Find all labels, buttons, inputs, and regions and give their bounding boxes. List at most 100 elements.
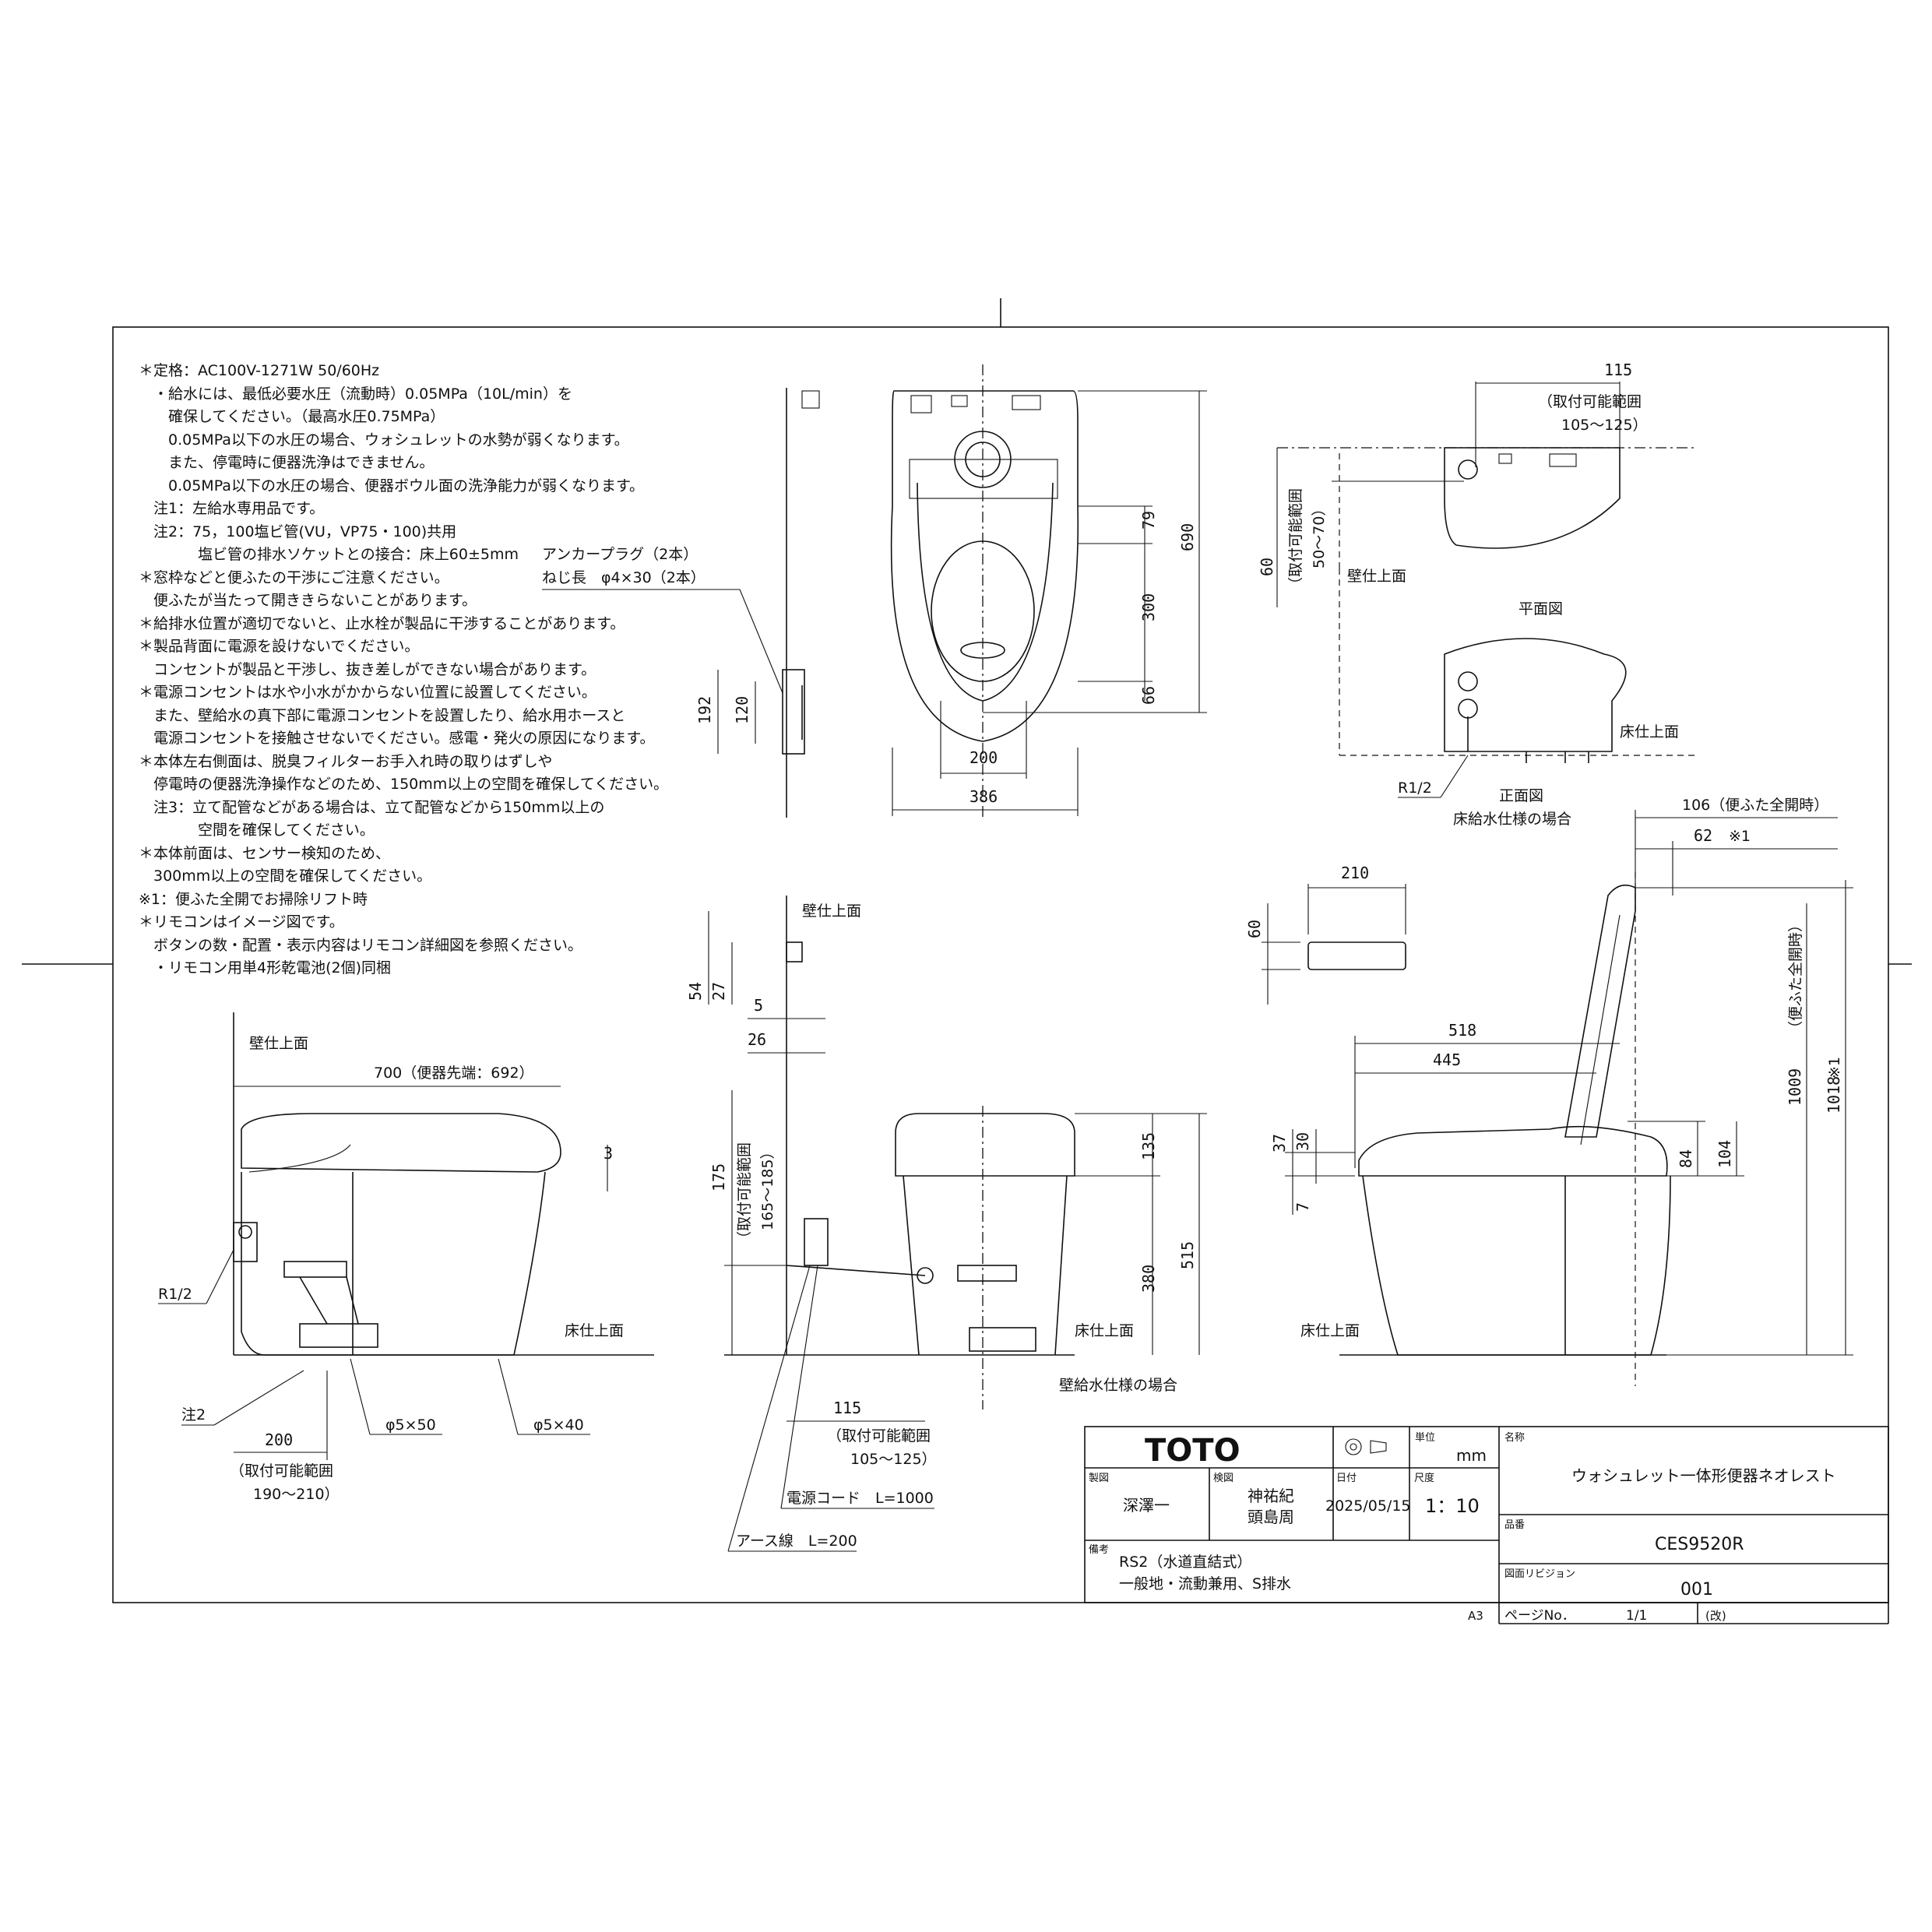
note-line: ＊リモコンはイメージ図です。	[139, 913, 344, 931]
dim-1009: 1009	[1786, 1068, 1804, 1106]
dim-62: 62	[1694, 826, 1712, 845]
dim-200-side: 200	[265, 1431, 293, 1449]
checker-label: 検図	[1213, 1473, 1233, 1484]
side-wall-face-label: 壁仕上面	[249, 1035, 308, 1052]
dim-300: 300	[1139, 593, 1158, 621]
toto-logo: TOTO	[1145, 1433, 1240, 1469]
projection-symbol-icon	[1345, 1438, 1387, 1455]
note-line: ・給水には、最低必要水圧（流動時）0.05MPa（10L/min）を	[139, 385, 572, 403]
dim-135: 135	[1139, 1132, 1158, 1160]
wall-supply-title: 壁給水仕様の場合	[1059, 1377, 1177, 1394]
checker-name-2: 頭島周	[1248, 1508, 1294, 1526]
side2-floor-face-label: 床仕上面	[1300, 1322, 1360, 1339]
front2-vert-range-value: 165～185）	[759, 1144, 776, 1230]
note-line: 電源コンセントを接触させないでください。感電・発火の原因になります。	[139, 730, 655, 747]
note-line: ＊定格：AC100V-1271W 50/60Hz	[139, 362, 380, 379]
mark1-label: ※1	[1729, 828, 1751, 845]
scale-label: 尺度	[1414, 1472, 1434, 1484]
side-range-label: （取付可能範囲	[230, 1462, 333, 1480]
note-line: 注1：左給水専用品です。	[139, 500, 325, 517]
dim-84: 84	[1677, 1149, 1695, 1168]
note-line: ＊窓枠などと便ふたの干渉にご注意ください。	[139, 568, 449, 586]
note-line: ・リモコン用単4形乾電池(2個)同梱	[139, 959, 392, 977]
note-line: ＊本体左右側面は、脱臭フィルターお手入れ時の取りはずしや	[139, 752, 553, 770]
revision-label: 図面リビジョン	[1504, 1568, 1575, 1580]
dim-700-label: 700（便器先端：692）	[374, 1065, 534, 1082]
front2-floor-face-label: 床仕上面	[1075, 1322, 1134, 1339]
name-label: 名称	[1504, 1431, 1525, 1444]
remarks-line-2: 一般地・流動兼用、S排水	[1119, 1575, 1291, 1592]
phi550-label: φ5×50	[385, 1416, 436, 1434]
note-line: 塩ビ管の排水ソケットとの接合：床上60±5mm	[139, 546, 519, 563]
dim-380: 380	[1139, 1265, 1158, 1293]
note-line: 注3：立て配管などがある場合は、立て配管などから150mm以上の	[139, 798, 605, 816]
plan-vert-range-value: 50～70）	[1311, 501, 1328, 568]
note-line: ＊給排水位置が適切でないと、止水栓が製品に干渉することがあります。	[139, 614, 625, 632]
unit-value: mm	[1456, 1446, 1487, 1465]
dim-386: 386	[970, 787, 998, 806]
note-line: 空間を確保してください。	[139, 822, 375, 839]
remarks-label: 備考	[1089, 1543, 1109, 1556]
dim-79: 79	[1139, 511, 1158, 530]
front2-range-label: （取付可能範囲	[827, 1427, 931, 1445]
dim-115-front: 115	[833, 1399, 861, 1417]
side-r12-label: R1/2	[158, 1286, 192, 1303]
note-line: 便ふたが当たって開ききらないことがあります。	[139, 592, 477, 609]
note2-label: 注2	[181, 1406, 206, 1423]
scale-value: 1：10	[1425, 1495, 1480, 1517]
drafter-name: 深澤一	[1123, 1496, 1170, 1515]
note-line: ボタンの数・配置・表示内容はリモコン詳細図を参照ください。	[139, 936, 583, 954]
dim-518: 518	[1448, 1021, 1476, 1040]
dim-115-plan: 115	[1604, 361, 1632, 379]
plan-wall-face-label: 壁仕上面	[1347, 568, 1406, 585]
model-label: 品番	[1504, 1519, 1525, 1531]
remarks-line-1: RS2（水道直結式）	[1119, 1554, 1251, 1571]
dim-26: 26	[748, 1030, 766, 1049]
side-range-value: 190～210）	[253, 1486, 340, 1503]
note-line: ※1：便ふた全開でお掃除リフト時	[139, 890, 368, 908]
checker-name-1: 神祐紀	[1248, 1487, 1294, 1505]
dim-5: 5	[754, 996, 763, 1015]
dim-66: 66	[1139, 686, 1158, 705]
front2-vert-range-label: （取付可能範囲	[736, 1142, 753, 1246]
dim-210: 210	[1341, 864, 1369, 882]
page-note: (改)	[1705, 1609, 1726, 1623]
wall-plate-drawing: 壁仕上面 54 27 5 26	[686, 896, 861, 1355]
top-view-drawing: 690 79 300 66 200 386 192 120 アンカープラグ（2本…	[542, 364, 1207, 818]
front-r12-label: R1/2	[1398, 779, 1432, 797]
plan-vert-range-label: （取付可能範囲	[1287, 488, 1304, 592]
front-wall-supply-drawing: 135 515 380 床仕上面 175 （取付可能範囲 165～185） 壁給…	[709, 1090, 1207, 1552]
dim-30: 30	[1293, 1132, 1312, 1151]
power-cord-label: 電源コード L=1000	[787, 1490, 934, 1507]
unit-label: 単位	[1415, 1431, 1435, 1444]
dim-3: 3	[604, 1144, 613, 1163]
dim-7: 7	[1293, 1202, 1312, 1212]
lid-full-label: （便ふた全開時）	[1787, 917, 1804, 1036]
note-line: 注2：75，100塩ビ管(VU，VP75・100)共用	[139, 523, 457, 540]
note-line: 300mm以上の空間を確保してください。	[139, 867, 432, 885]
note-line: また、壁給水の真下部に電源コンセントを設置したり、給水用ホースと	[139, 706, 626, 724]
note-line: 確保してください。（最高水圧0.75MPa）	[139, 408, 445, 425]
dim-445: 445	[1433, 1050, 1461, 1069]
side-floor-face-label: 床仕上面	[565, 1322, 624, 1339]
side-lid-open-drawing: 1009 1018 （便ふた全開時） ※1 84 104 518 445 37 …	[1270, 797, 1853, 1386]
front2-range-value: 105～125）	[850, 1451, 937, 1468]
dim-120: 120	[733, 696, 751, 724]
note-line: コンセントが製品と干渉し、抜き差しができない場合があります。	[139, 660, 596, 678]
plan-range-value: 105～125）	[1561, 417, 1648, 434]
page-value: 1/1	[1626, 1608, 1647, 1624]
dim-1018: 1018	[1825, 1076, 1843, 1114]
note-line: ＊製品背面に電源を設けないでください。	[139, 638, 420, 655]
date-label: 日付	[1336, 1473, 1357, 1484]
dim-515: 515	[1178, 1241, 1197, 1269]
dim-192: 192	[695, 696, 714, 724]
front-floor-face-label: 床仕上面	[1620, 723, 1679, 741]
product-name: ウォシュレット一体形便器ネオレスト	[1571, 1466, 1836, 1485]
lid-open-label: 106（便ふた全開時）	[1682, 797, 1828, 814]
floor-supply-title: 床給水仕様の場合	[1453, 811, 1571, 828]
plate-wall-face-label: 壁仕上面	[802, 903, 861, 920]
dim-175: 175	[709, 1163, 728, 1191]
dim-54: 54	[686, 982, 705, 1001]
dim-200: 200	[970, 748, 998, 767]
